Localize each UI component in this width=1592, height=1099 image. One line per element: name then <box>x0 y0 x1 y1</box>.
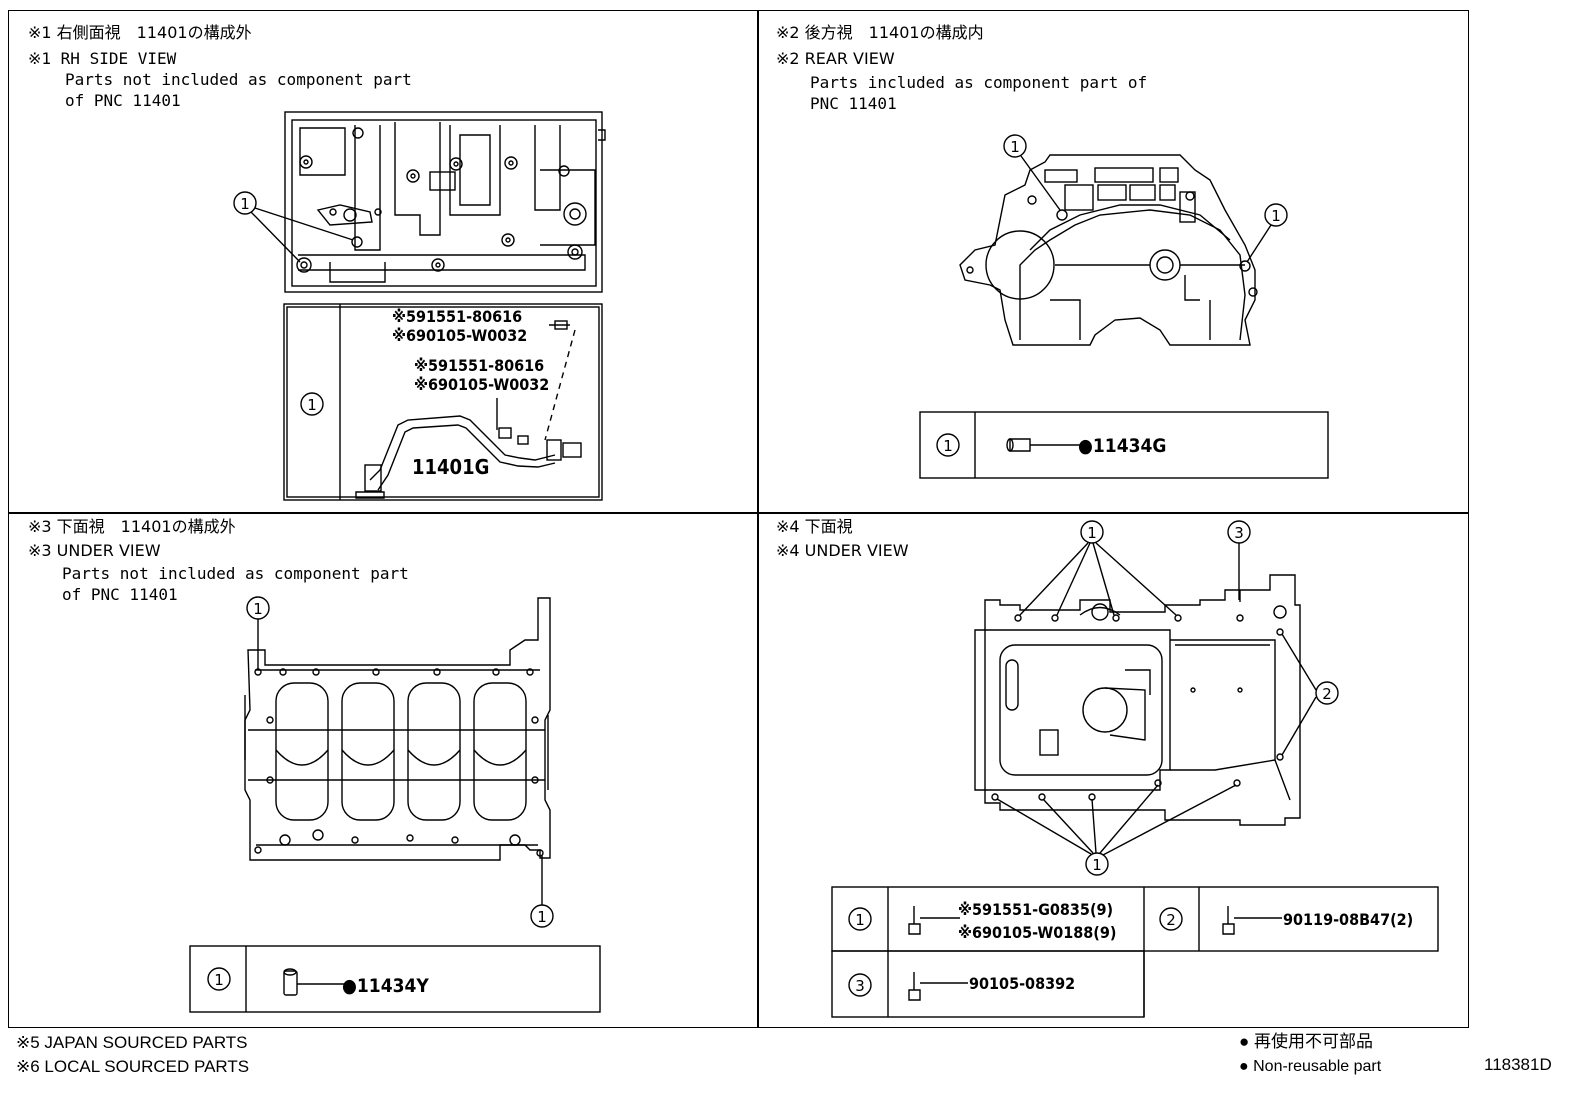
panel3-legend-table <box>189 945 601 1013</box>
panel-divider-vertical <box>757 10 759 1028</box>
panel4-legend-table <box>831 886 1439 1018</box>
panel4-title-jp: ※4 下面視 <box>776 517 853 536</box>
panel2-legend-index: 1 <box>943 437 953 455</box>
panel4-title-en: ※4 UNDER VIEW <box>776 541 909 560</box>
panel2-callout-left-label: 1 <box>1010 138 1020 156</box>
panel3-title-en: ※3 UNDER VIEW <box>28 541 161 560</box>
panel2-note-line1: Parts included as component part of <box>810 73 1148 92</box>
footer-note-japan-sourced: ※5 JAPAN SOURCED PARTS <box>16 1033 248 1052</box>
panel1-note-line1: Parts not included as component part <box>65 70 412 89</box>
panel1-part-upper-line1: ※591551-80616 <box>392 307 522 326</box>
panel4-callout-top-3 <box>1227 520 1251 600</box>
panel3-callout-top-label: 1 <box>253 600 263 618</box>
panel4-part1-line1: ※591551-G0835(9) <box>958 900 1113 919</box>
panel3-note-line1: Parts not included as component part <box>62 564 409 583</box>
legend-nonreusable-en: ● Non-reusable part <box>1239 1058 1382 1075</box>
panel1-note-line2: of PNC 11401 <box>65 91 181 110</box>
panel1-part-lower-line1: ※591551-80616 <box>414 356 544 375</box>
panel2-title-en: ※2 REAR VIEW <box>776 49 895 68</box>
panel4-part2: 90119-08B47(2) <box>1283 910 1413 929</box>
panel-divider-horizontal <box>8 512 1469 514</box>
diagram-frame <box>8 10 1469 1028</box>
panel1-legend-index: 1 <box>307 396 317 414</box>
panel1-engine-block-side-drawing <box>284 111 606 293</box>
legend-nonreusable-jp: ● 再使用不可部品 <box>1239 1032 1373 1051</box>
panel2-engine-block-rear-drawing <box>959 154 1258 346</box>
panel1-legend-table <box>283 303 603 501</box>
panel3-part-number: ●11434Y <box>342 975 429 997</box>
panel4-part3: 90105-08392 <box>969 974 1075 993</box>
panel1-part-lower-line2: ※690105-W0032 <box>414 375 549 394</box>
footer-note-local-sourced: ※6 LOCAL SOURCED PARTS <box>16 1057 250 1076</box>
panel2-title-jp: ※2 後方視 11401の構成内 <box>776 23 984 42</box>
panel4-legend-index-3: 3 <box>855 977 865 995</box>
panel4-callout-right-2-label: 2 <box>1322 685 1332 703</box>
panel3-title-jp: ※3 下面視 11401の構成外 <box>28 517 236 536</box>
panel2-part-number: ●11434G <box>1078 435 1166 457</box>
panel2-callout-right <box>1246 203 1288 263</box>
panel3-legend-index: 1 <box>214 971 224 989</box>
panel3-callout-bottom-label: 1 <box>537 908 547 926</box>
panel1-tube-bracket-drawing <box>355 320 582 499</box>
panel3-note-line2: of PNC 11401 <box>62 585 178 604</box>
panel4-callout-right-2 <box>1281 633 1339 756</box>
panel1-callout-1 <box>233 191 354 263</box>
panel4-part1-line2: ※690105-W0188(9) <box>958 923 1116 942</box>
panel4-callout-top-1 <box>1019 520 1177 616</box>
panel2-callout-left <box>1003 134 1061 211</box>
panel4-callout-bottom-1-label: 1 <box>1092 856 1102 874</box>
drawing-number: 118381D <box>1484 1055 1552 1074</box>
panel3-callout-top <box>246 596 270 670</box>
panel4-callout-top-3-label: 3 <box>1234 524 1244 542</box>
panel1-callout-1-label: 1 <box>240 195 250 213</box>
panel1-part-upper-line2: ※690105-W0032 <box>392 326 527 345</box>
panel4-legend-index-2: 2 <box>1166 911 1176 929</box>
panel2-note-line2: PNC 11401 <box>810 94 897 113</box>
panel1-title-jp: ※1 右側面視 11401の構成外 <box>28 23 252 42</box>
panel4-legend-index-1: 1 <box>855 911 865 929</box>
panel4-callout-top-1-label: 1 <box>1087 524 1097 542</box>
panel2-legend-table <box>919 411 1329 479</box>
panel2-callout-right-label: 1 <box>1271 207 1281 225</box>
panel1-part-main: 11401G <box>412 455 489 479</box>
panel4-oil-pan-under-drawing <box>974 574 1301 826</box>
panel3-callout-bottom <box>530 855 554 928</box>
panel4-callout-bottom-1 <box>996 784 1237 876</box>
panel3-engine-block-under-drawing <box>244 597 551 861</box>
panel1-title-en: ※1 RH SIDE VIEW <box>28 49 177 68</box>
